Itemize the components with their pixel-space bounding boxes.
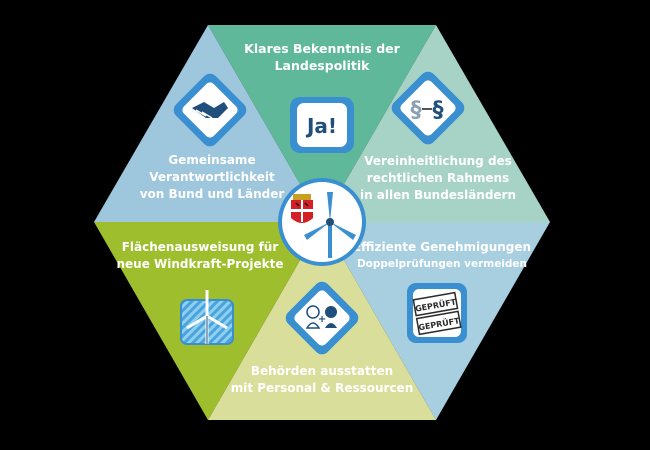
segment-lower-right-label-1: Effiziente Genehmigungen	[353, 240, 531, 254]
segment-upper-right-label-2: rechtlichen Rahmens	[367, 171, 509, 185]
segment-top-label-2: Landespolitik	[275, 58, 371, 73]
paragraph-chain-icon: § §	[391, 71, 465, 145]
people-plus-icon: +	[285, 281, 359, 355]
segment-lower-right-sublabel: Doppelprüfungen vermeiden	[357, 258, 527, 270]
handshake-icon	[173, 73, 247, 147]
segment-bottom-label-2: mit Personal & Ressourcen	[231, 381, 414, 395]
segment-upper-right-label-3: in allen Bundesländern	[360, 188, 516, 202]
coat-of-arms-icon	[291, 194, 313, 223]
ja-speech-icon: Ja!	[290, 97, 354, 153]
segment-upper-left-label-1: Gemeinsame	[168, 153, 255, 167]
segment-top-label-1: Klares Bekenntnis der	[244, 41, 400, 56]
wind-turbine-map-icon	[180, 290, 234, 345]
ja-icon-text: Ja!	[305, 114, 337, 138]
approved-stamp-icon: GEPRÜFT GEPRÜFT	[407, 283, 467, 343]
svg-text:§: §	[433, 98, 444, 123]
segment-upper-left-label-2: Verantwortlichkeit	[149, 170, 275, 184]
segment-upper-left-label-3: von Bund und Länder	[140, 187, 285, 201]
segment-lower-left-label-1: Flächenausweisung für	[122, 240, 279, 254]
segment-lower-left-label-2: neue Windkraft-Projekte	[116, 257, 283, 271]
wind-turbine-icon	[304, 192, 356, 258]
segment-upper-right-label-1: Vereinheitlichung des	[364, 154, 512, 168]
svg-text:+: +	[318, 314, 326, 325]
segment-bottom-label-1: Behörden ausstatten	[251, 364, 393, 378]
svg-text:§: §	[411, 98, 422, 123]
center-badge	[278, 178, 366, 266]
